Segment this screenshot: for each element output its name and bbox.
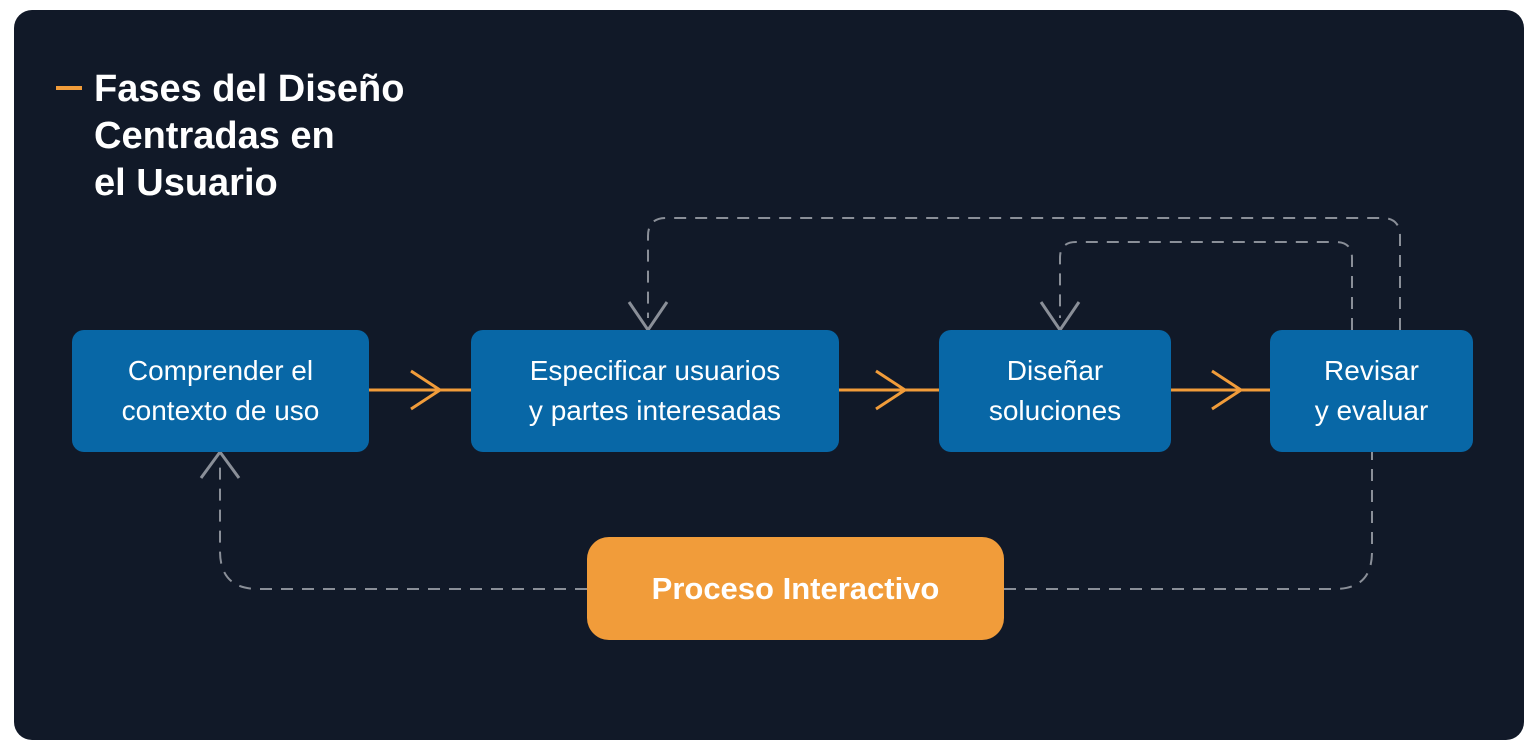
diagram-title: Fases del Diseño Centradas en el Usuario: [94, 66, 404, 207]
chevron-up-icon: [199, 449, 241, 479]
forward-arrow-2: [839, 369, 940, 411]
cycle-label: Proceso Interactivo: [587, 537, 1004, 640]
step-comprender-line-1: Comprender el: [127, 355, 314, 386]
forward-arrow-3: [1171, 369, 1271, 411]
step-disenar-line-2: soluciones: [988, 395, 1122, 426]
step-disenar-line-1: Diseñar: [1006, 355, 1104, 386]
step-especificar-line-1: Especificar usuarios: [529, 355, 781, 386]
title-line-1: Fases del Diseño: [94, 68, 405, 110]
step-especificar-line-2: y partes interesadas: [528, 395, 782, 426]
step-especificar: Especificar usuarios y partes interesada…: [471, 330, 839, 452]
feedback-loop-inner: [1059, 241, 1353, 330]
step-disenar: Diseñar soluciones: [939, 330, 1171, 452]
feedback-loop-outer: [647, 217, 1401, 330]
step-comprender: Comprender el contexto de uso: [72, 330, 369, 452]
cycle-loop-left: [219, 466, 587, 590]
title-line-3: el Usuario: [94, 162, 278, 204]
cycle-loop-right: [1004, 452, 1373, 590]
forward-arrow-1: [369, 369, 472, 411]
title-accent-dash: [56, 86, 82, 90]
title-line-2: Centradas en: [94, 115, 335, 157]
step-comprender-line-2: contexto de uso: [121, 395, 320, 426]
step-revisar-line-1: Revisar: [1324, 355, 1419, 386]
step-revisar-line-2: y evaluar: [1314, 395, 1429, 426]
step-revisar: Revisar y evaluar: [1270, 330, 1473, 452]
